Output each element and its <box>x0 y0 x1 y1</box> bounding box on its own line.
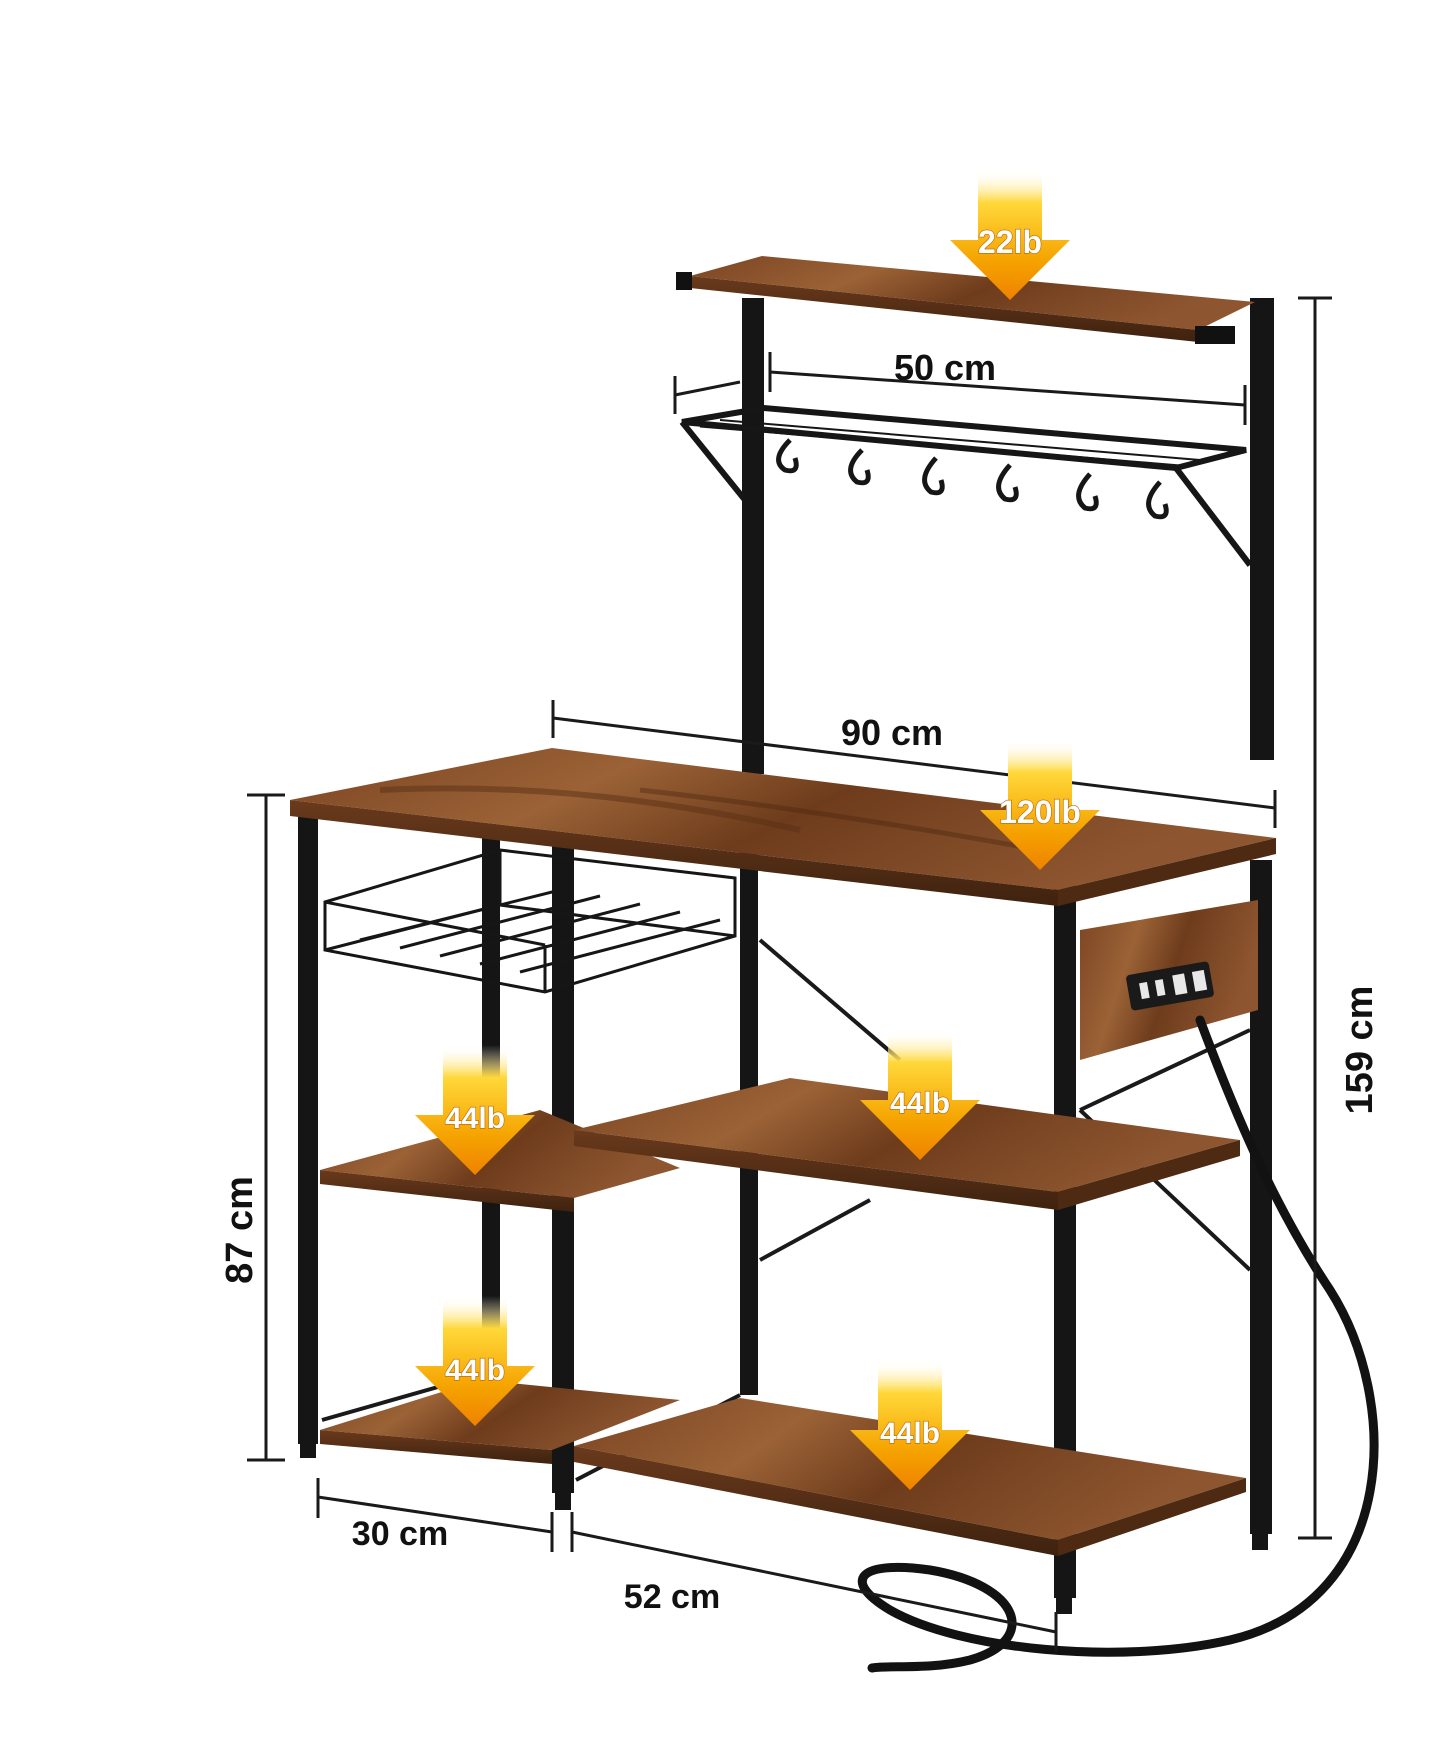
usb-port-icon <box>1139 981 1150 1000</box>
wire-basket <box>323 848 737 994</box>
load-label-left-middle: 44lb <box>445 1102 505 1135</box>
dimension-label-right-width: 52 cm <box>624 1578 720 1616</box>
dimension-label-total-height: 159 cm <box>1339 986 1381 1115</box>
hook-rack <box>679 404 1253 567</box>
outlet-icon <box>1172 973 1188 996</box>
left-bottom-shelf <box>320 1380 680 1464</box>
top-shelf <box>676 256 1255 344</box>
load-label-right-middle: 44lb <box>890 1087 950 1120</box>
load-label-desktop: 120lb <box>999 794 1081 830</box>
load-label-left-bottom: 44lb <box>445 1354 505 1387</box>
load-label-top-shelf: 22lb <box>978 224 1042 260</box>
desktop-surface <box>290 748 1276 906</box>
load-label-right-bottom: 44lb <box>880 1417 940 1450</box>
dimension-label-desk-height: 87 cm <box>219 1176 261 1284</box>
usb-port-icon <box>1154 979 1166 997</box>
dimension-label-left-depth: 30 cm <box>352 1515 448 1553</box>
rack-frame <box>298 298 1274 1614</box>
dimension-label-top-shelf-width: 50 cm <box>894 347 996 388</box>
dimension-label-desk-width: 90 cm <box>841 712 943 753</box>
outlet-icon <box>1191 969 1208 992</box>
dimension-lines <box>247 296 1332 1652</box>
power-strip-panel <box>1080 900 1258 1060</box>
